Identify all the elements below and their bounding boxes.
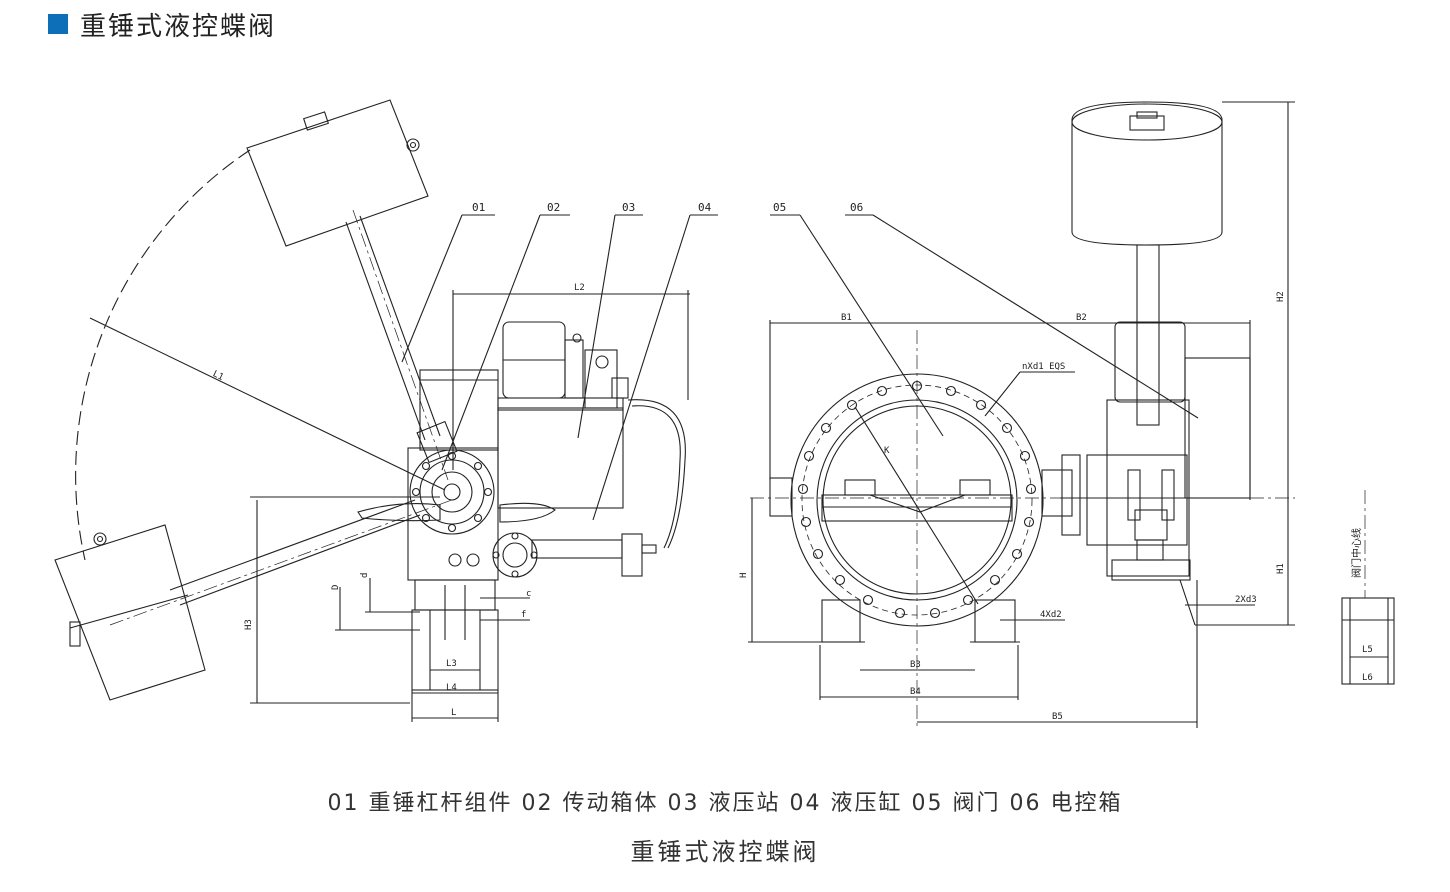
dim-2xd3: 2Xd3 (1235, 595, 1257, 605)
callout-03: 03 (622, 201, 635, 214)
valve-disc (821, 494, 1013, 522)
callout-05: 05 (773, 201, 786, 214)
centerline-label: 阀门中心线 (1350, 528, 1363, 578)
upper-weight (246, 99, 429, 247)
dim-H2: H2 (1276, 291, 1286, 302)
dim-B2: B2 (1076, 313, 1087, 323)
figure-caption: 重锤式液控蝶阀 (630, 838, 820, 866)
dim-f: f (521, 610, 526, 620)
lower-weight (54, 524, 206, 701)
dim-L3: L3 (446, 659, 457, 669)
callout-01: 01 (472, 201, 485, 214)
dim-L6: L6 (1362, 673, 1373, 683)
page-title: 重锤式液控蝶阀 (80, 11, 277, 42)
parts-legend: 01 重锤杠杆组件 02 传动箱体 03 液压站 04 液压缸 05 阀门 06… (327, 791, 1123, 816)
top-weight (1071, 101, 1223, 246)
callout-06: 06 (850, 201, 863, 214)
dim-H3: H3 (244, 619, 254, 630)
dim-H1: H1 (1276, 563, 1286, 574)
dim-L4: L4 (446, 683, 457, 693)
dim-L: L (451, 708, 456, 718)
left-view (54, 99, 718, 722)
dim-4xd2: 4Xd2 (1040, 610, 1062, 620)
flange-bolts (797, 380, 1037, 619)
dim-D: D (331, 585, 341, 590)
dim-d: d (360, 573, 370, 578)
dim-L5: L5 (1362, 645, 1373, 655)
hydraulic-cylinder (531, 539, 623, 559)
dim-B5: B5 (1052, 712, 1063, 722)
gearbox-bolts (411, 451, 493, 533)
dim-c: c (526, 589, 531, 599)
dim-B1: B1 (841, 313, 852, 323)
labels: 01 02 03 04 05 06 L2 L1 H3 D d c f L3 L4… (211, 201, 1373, 722)
swing-arc (75, 149, 251, 561)
dim-K: K (884, 446, 890, 456)
dim-B4: B4 (910, 687, 921, 697)
gearbox-flange (409, 449, 495, 535)
callout-04: 04 (698, 201, 712, 214)
dim-L1: L1 (211, 369, 225, 383)
section-header: 重锤式液控蝶阀 (48, 8, 277, 42)
dim-L2: L2 (574, 283, 585, 293)
valve-front-view (748, 214, 1295, 730)
dim-H: H (739, 573, 749, 578)
hydraulic-hose (627, 399, 686, 549)
valve-side-view (1060, 101, 1295, 626)
base-detail (1341, 490, 1395, 685)
dim-B3: B3 (910, 660, 921, 670)
header-square-icon (48, 14, 68, 34)
hydraulic-station (497, 407, 624, 509)
dim-nxd1: nXd1 EQS (1022, 362, 1065, 372)
callout-02: 02 (547, 201, 560, 214)
